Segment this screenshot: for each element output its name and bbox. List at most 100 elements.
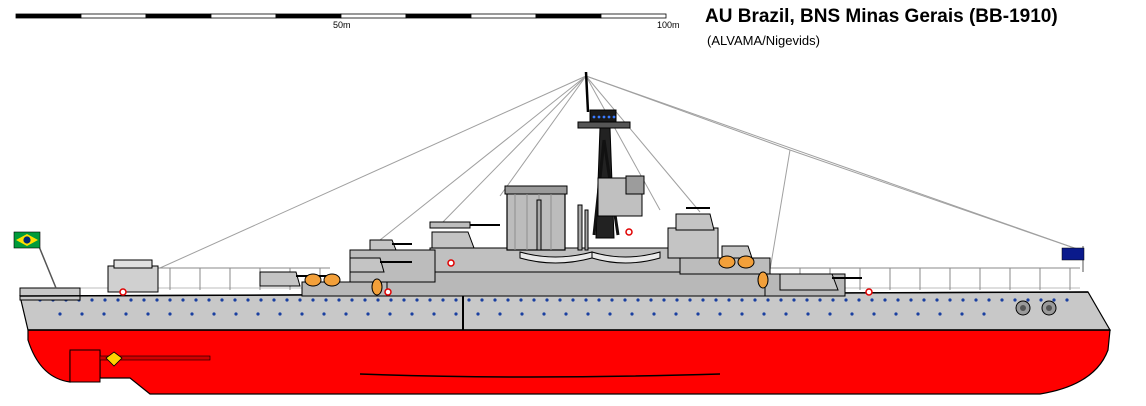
porthole [142,298,146,302]
porthole [506,298,510,302]
porthole [168,298,172,302]
porthole [1039,298,1043,302]
porthole [938,312,942,316]
turret-aft [429,221,500,249]
porthole [806,312,810,316]
porthole [454,312,458,316]
scale-bar-segment [210,13,277,19]
porthole [80,312,84,316]
scale-bar-segment [15,13,82,19]
porthole [896,298,900,302]
porthole [272,298,276,302]
porthole [701,298,705,302]
porthole [278,312,282,316]
upper-hull [19,291,1112,331]
porthole [597,298,601,302]
mast-light [612,115,616,119]
mast-lights [592,115,616,119]
jack-flag-icon [1061,246,1085,272]
porthole [762,312,766,316]
porthole [857,298,861,302]
porthole [586,312,590,316]
porthole [922,298,926,302]
porthole [545,298,549,302]
mast-light [592,115,596,119]
porthole [779,298,783,302]
stern-deckhouse [19,259,159,301]
porthole [1052,298,1056,302]
scale-label-100m: 100m [657,20,680,30]
porthole [194,298,198,302]
scale-bar-segment [470,13,537,19]
porthole [476,312,480,316]
porthole [124,312,128,316]
porthole [388,312,392,316]
porthole [828,312,832,316]
porthole [1026,298,1030,302]
porthole [298,298,302,302]
porthole [233,298,237,302]
porthole [696,312,700,316]
porthole [454,298,458,302]
porthole [322,312,326,316]
porthole [792,298,796,302]
porthole [584,298,588,302]
porthole [608,312,612,316]
porthole [766,298,770,302]
scale-bar-segment [275,13,342,19]
porthole [916,312,920,316]
porthole [558,298,562,302]
porthole [480,298,484,302]
porthole [610,298,614,302]
porthole [324,298,328,302]
porthole [818,298,822,302]
mast-light [602,115,606,119]
funnel [504,185,568,251]
porthole [90,298,94,302]
ships-boats [519,251,661,264]
life-ring-icons [304,255,769,296]
porthole [831,298,835,302]
ventilators [536,199,589,251]
porthole [519,298,523,302]
porthole [311,298,315,302]
porthole [493,298,497,302]
rigging-lines [159,75,1081,271]
porthole [630,312,634,316]
porthole [805,298,809,302]
porthole [376,298,380,302]
porthole [1000,298,1004,302]
porthole [870,298,874,302]
turret-aft-2 [349,239,412,273]
porthole [102,312,106,316]
bilge-keel [359,373,721,378]
porthole [564,312,568,316]
porthole [350,298,354,302]
porthole [740,298,744,302]
porthole [844,298,848,302]
porthole [987,298,991,302]
porthole [1065,298,1069,302]
porthole [532,298,536,302]
porthole [415,298,419,302]
porthole [129,298,133,302]
drawing-title: AU Brazil, BNS Minas Gerais (BB-1910) [705,6,1058,27]
scale-bar-segment [340,13,407,19]
porthole [636,298,640,302]
porthole [337,298,341,302]
porthole [207,298,211,302]
porthole [909,298,913,302]
porthole [674,312,678,316]
porthole [285,298,289,302]
porthole [402,298,406,302]
porthole [623,298,627,302]
porthole [662,298,666,302]
turret-fore [779,273,862,291]
hawse-pipe-icons [1015,300,1057,316]
drawing-credit: (ALVAMA/Nigevids) [707,33,820,48]
porthole [363,298,367,302]
porthole [441,298,445,302]
porthole [256,312,260,316]
mast-light [607,115,611,119]
